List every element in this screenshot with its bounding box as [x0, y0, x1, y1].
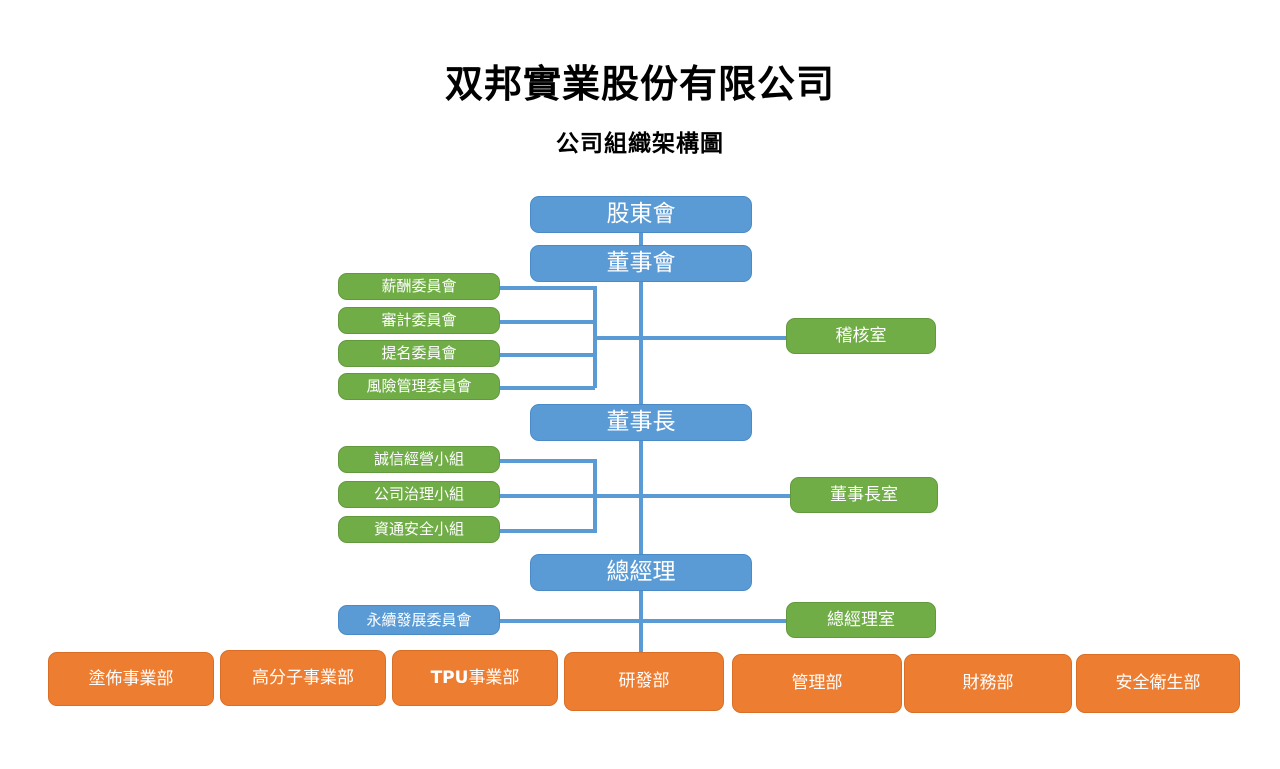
connector-chairman-bus-to-spine [593, 494, 641, 498]
node-dept-rnd[interactable]: 研發部 [564, 652, 724, 711]
node-board[interactable]: 董事會 [530, 245, 752, 282]
node-office-chairman-label: 董事長室 [830, 484, 898, 505]
connector-committee-risk [497, 386, 595, 390]
node-dept-coating[interactable]: 塗佈事業部 [48, 652, 214, 706]
node-office-audit-label: 稽核室 [835, 325, 887, 346]
connector-shareholders-to-board [639, 232, 643, 248]
node-committee-audit[interactable]: 審計委員會 [338, 307, 500, 334]
connector-board-bus-to-spine [593, 336, 641, 340]
node-office-gm-label: 總經理室 [827, 609, 895, 630]
connector-chairman-to-chairman-office [639, 494, 793, 498]
node-committee-risk-label: 風險管理委員會 [366, 377, 472, 396]
node-dept-tpu-prefix: TPU [430, 667, 469, 688]
node-dept-finance[interactable]: 財務部 [904, 654, 1072, 713]
node-committee-sustainability-label: 永續發展委員會 [366, 610, 472, 629]
node-chairman-label: 董事長 [606, 408, 676, 435]
node-general-manager-label: 總經理 [606, 558, 676, 585]
connector-group-infosec [497, 529, 595, 533]
node-group-integrity[interactable]: 誠信經營小組 [338, 446, 500, 473]
node-dept-finance-label: 財務部 [962, 673, 1014, 694]
node-dept-safety-label: 安全衛生部 [1115, 673, 1201, 694]
connector-committee-remuneration [497, 286, 595, 290]
node-dept-safety[interactable]: 安全衛生部 [1076, 654, 1240, 713]
node-shareholders[interactable]: 股東會 [530, 196, 752, 233]
node-dept-polymer[interactable]: 高分子事業部 [220, 650, 386, 706]
node-office-chairman[interactable]: 董事長室 [790, 477, 938, 513]
connector-group-governance [497, 494, 595, 498]
connector-chairman-to-gm [639, 441, 643, 555]
node-office-gm[interactable]: 總經理室 [786, 602, 936, 638]
node-group-governance-label: 公司治理小組 [373, 485, 464, 504]
node-committee-sustainability[interactable]: 永續發展委員會 [338, 605, 500, 635]
node-dept-admin[interactable]: 管理部 [732, 654, 902, 713]
page-title: 双邦實業股份有限公司 [444, 62, 835, 106]
connector-board-to-audit-office [639, 336, 789, 340]
node-dept-admin-label: 管理部 [791, 673, 843, 694]
node-chairman[interactable]: 董事長 [530, 404, 752, 441]
node-general-manager[interactable]: 總經理 [530, 554, 752, 591]
page-subtitle: 公司組織架構圖 [556, 131, 724, 157]
node-committee-risk[interactable]: 風險管理委員會 [338, 373, 500, 400]
connector-group-integrity [497, 459, 595, 463]
node-group-governance[interactable]: 公司治理小組 [338, 481, 500, 508]
node-office-audit[interactable]: 稽核室 [786, 318, 936, 354]
connector-gm-sustainability-to-gm-office [497, 619, 789, 623]
node-shareholders-label: 股東會 [606, 200, 676, 227]
node-group-infosec[interactable]: 資通安全小組 [338, 516, 500, 543]
node-dept-tpu-label: TPU事業部 [430, 667, 520, 688]
node-committee-remuneration-label: 薪酬委員會 [381, 277, 457, 296]
node-committee-audit-label: 審計委員會 [381, 311, 457, 330]
node-dept-tpu-suffix: 事業部 [468, 667, 520, 688]
node-dept-rnd-label: 研發部 [618, 671, 670, 692]
node-group-integrity-label: 誠信經營小組 [373, 450, 464, 469]
node-dept-polymer-label: 高分子事業部 [252, 667, 354, 688]
connector-board-to-chairman [639, 281, 643, 405]
node-board-label: 董事會 [606, 249, 676, 276]
node-group-infosec-label: 資通安全小組 [373, 520, 464, 539]
node-committee-nomination-label: 提名委員會 [381, 344, 457, 363]
connector-committee-audit [497, 320, 595, 324]
node-dept-tpu[interactable]: TPU事業部 [392, 650, 558, 706]
node-dept-coating-label: 塗佈事業部 [88, 668, 174, 689]
connector-committee-nomination [497, 353, 595, 357]
node-committee-nomination[interactable]: 提名委員會 [338, 340, 500, 367]
node-committee-remuneration[interactable]: 薪酬委員會 [338, 273, 500, 300]
